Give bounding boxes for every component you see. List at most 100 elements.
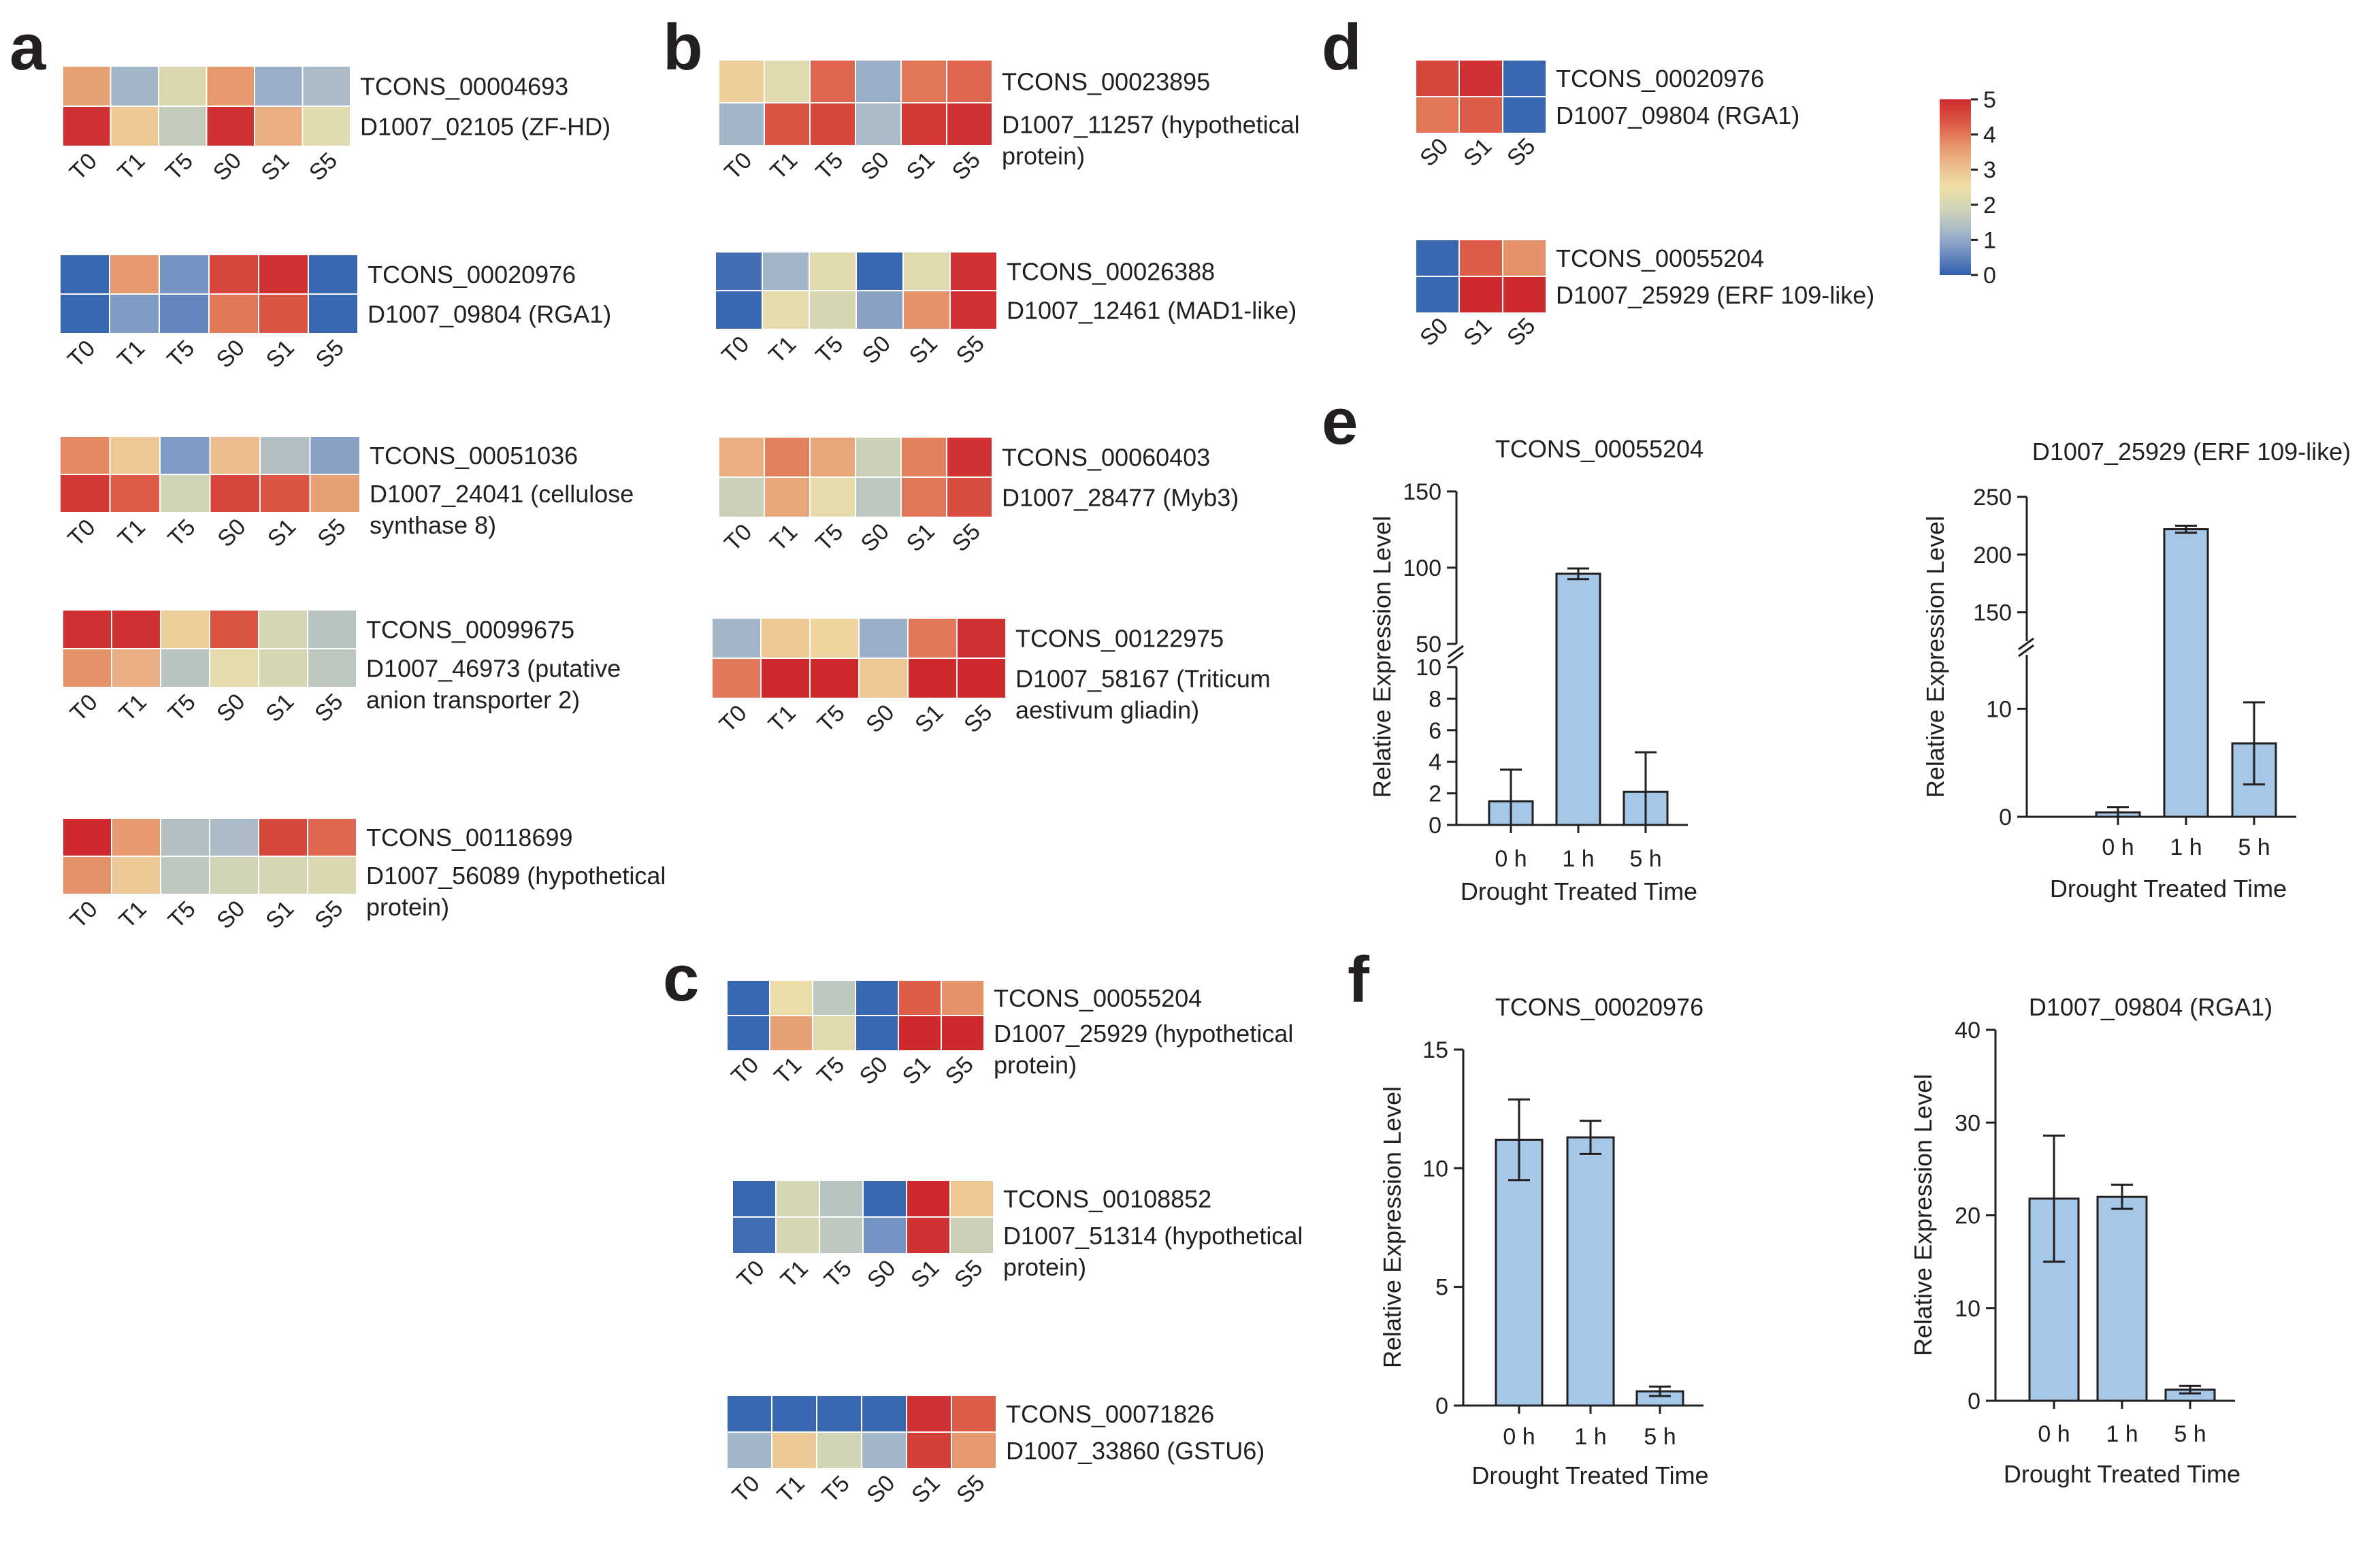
heatmap-x-tick: S1: [261, 335, 299, 373]
heatmap-cell: [259, 436, 311, 475]
heatmap-cell: [308, 293, 359, 334]
panel-letter-a: a: [10, 11, 46, 84]
gene-label: D1007_33860 (GSTU6): [1006, 1437, 1265, 1465]
gene-label: D1007_25929 (ERF 109-like): [1556, 281, 1874, 309]
chart-title: TCONS_00055204: [1495, 435, 1704, 463]
heatmap-x-tick: T5: [163, 896, 201, 934]
heatmap-cell: [855, 251, 904, 291]
axis-break-mark: [2018, 644, 2034, 658]
heatmap-x-tick: S0: [858, 331, 896, 369]
heatmap-cell: [258, 293, 309, 334]
heatmap-cell: [206, 65, 255, 107]
gene-label: aestivum gliadin): [1015, 696, 1199, 724]
gene-label: D1007_58167 (Triticum: [1015, 665, 1271, 693]
heatmap-cell: [59, 436, 111, 475]
heatmap-cell: [855, 290, 904, 330]
heatmap-x-tick: T5: [163, 690, 201, 727]
heatmap-cell: [158, 65, 208, 107]
heatmap-cell: [711, 617, 762, 659]
heatmap-x-tick: T0: [65, 690, 103, 727]
heatmap-x-tick: S1: [261, 896, 299, 934]
heatmap-cell: [771, 1431, 817, 1470]
gene-label: TCONS_00071826: [1006, 1400, 1214, 1428]
heatmap-cell: [726, 1395, 772, 1433]
y-tick-label: 10: [1986, 696, 2012, 722]
heatmap-cell: [946, 59, 993, 103]
heatmap-cell: [855, 436, 902, 478]
x-axis-label: Drought Treated Time: [2050, 875, 2287, 903]
heatmap-cell: [59, 474, 111, 513]
heatmap-cell: [900, 59, 947, 103]
heatmap-cell: [775, 1216, 820, 1254]
heatmap-x-tick: S1: [898, 1052, 936, 1090]
heatmap-x-tick: T5: [819, 1256, 857, 1293]
heatmap-cell: [812, 1015, 856, 1052]
panel-letter-d: d: [1322, 11, 1362, 84]
heatmap-cell: [855, 1015, 899, 1052]
y-tick-label: 0: [1999, 805, 2012, 830]
heatmap-x-tick: S0: [862, 1255, 900, 1293]
heatmap-cell: [858, 617, 909, 659]
y-tick-label: 40: [1955, 1018, 1980, 1043]
x-tick-label: 5 h: [1629, 846, 1661, 872]
heatmap-cell: [159, 254, 210, 295]
heatmap-cell: [809, 476, 856, 518]
heatmap-cell: [111, 609, 161, 649]
y-axis-label: Relative Expression Level: [1368, 516, 1396, 798]
y-tick-label: 15: [1422, 1037, 1448, 1063]
color-scale-tick-label: 4: [1983, 123, 1996, 148]
gene-label: TCONS_00020976: [1556, 65, 1764, 93]
heatmap-cell: [816, 1431, 862, 1470]
axis-break-mark: [2018, 637, 2034, 651]
heatmap-cell: [711, 658, 762, 699]
heatmap-cell: [1415, 239, 1460, 277]
color-scale-tick-label: 5: [1983, 87, 1996, 113]
x-axis-label: Drought Treated Time: [1461, 877, 1697, 905]
heatmap-cell: [902, 251, 951, 291]
heatmap-x-tick: S1: [263, 514, 301, 552]
color-scale-tick-label: 0: [1983, 263, 1996, 289]
heatmap-x-tick: S0: [1415, 313, 1453, 351]
heatmap-cell: [764, 59, 811, 103]
heatmap-cell: [760, 617, 811, 659]
y-tick-label: 250: [1973, 485, 2012, 510]
gene-label: D1007_51314 (hypothetical: [1003, 1222, 1303, 1250]
heatmap-cell: [258, 609, 308, 649]
heatmap-cell: [160, 609, 210, 649]
heatmap-cell: [855, 979, 899, 1016]
heatmap-cell: [760, 658, 811, 699]
x-tick-label: 5 h: [1644, 1424, 1676, 1450]
heatmap-cell: [110, 106, 159, 147]
heatmap-x-tick: S1: [261, 689, 299, 727]
heatmap-cell: [951, 1395, 997, 1433]
heatmap-cell: [301, 65, 351, 107]
heatmap-x-tick: T0: [63, 336, 100, 373]
axis-break-mark: [1448, 645, 1464, 658]
heatmap-x-tick: T0: [719, 148, 757, 185]
heatmap-cell: [1502, 239, 1547, 277]
x-tick-label: 1 h: [1562, 846, 1594, 872]
heatmap-cell: [764, 436, 811, 478]
heatmap-x-tick: S1: [904, 331, 943, 369]
heatmap-cell: [718, 436, 765, 478]
heatmap-x-tick: T1: [764, 700, 801, 738]
heatmap-x-tick: S1: [902, 147, 940, 185]
gene-label: protein): [366, 893, 449, 921]
gene-label: TCONS_00055204: [1556, 244, 1764, 272]
heatmap-x-tick: S5: [941, 1052, 979, 1090]
y-tick-label: 10: [1955, 1296, 1980, 1322]
heatmap-x-tick: S0: [856, 519, 894, 557]
heatmap-cell: [59, 293, 110, 334]
heatmap-cell: [769, 1015, 813, 1052]
color-scale-bar: [1940, 99, 1971, 275]
heatmap-cell: [718, 59, 765, 103]
heatmap-x-tick: S1: [256, 148, 294, 186]
heatmap-x-tick: T1: [114, 690, 152, 727]
heatmap-cell: [307, 648, 357, 688]
heatmap-cell: [907, 617, 958, 659]
gene-label: D1007_28477 (Myb3): [1002, 484, 1239, 512]
heatmap-cell: [902, 290, 951, 330]
